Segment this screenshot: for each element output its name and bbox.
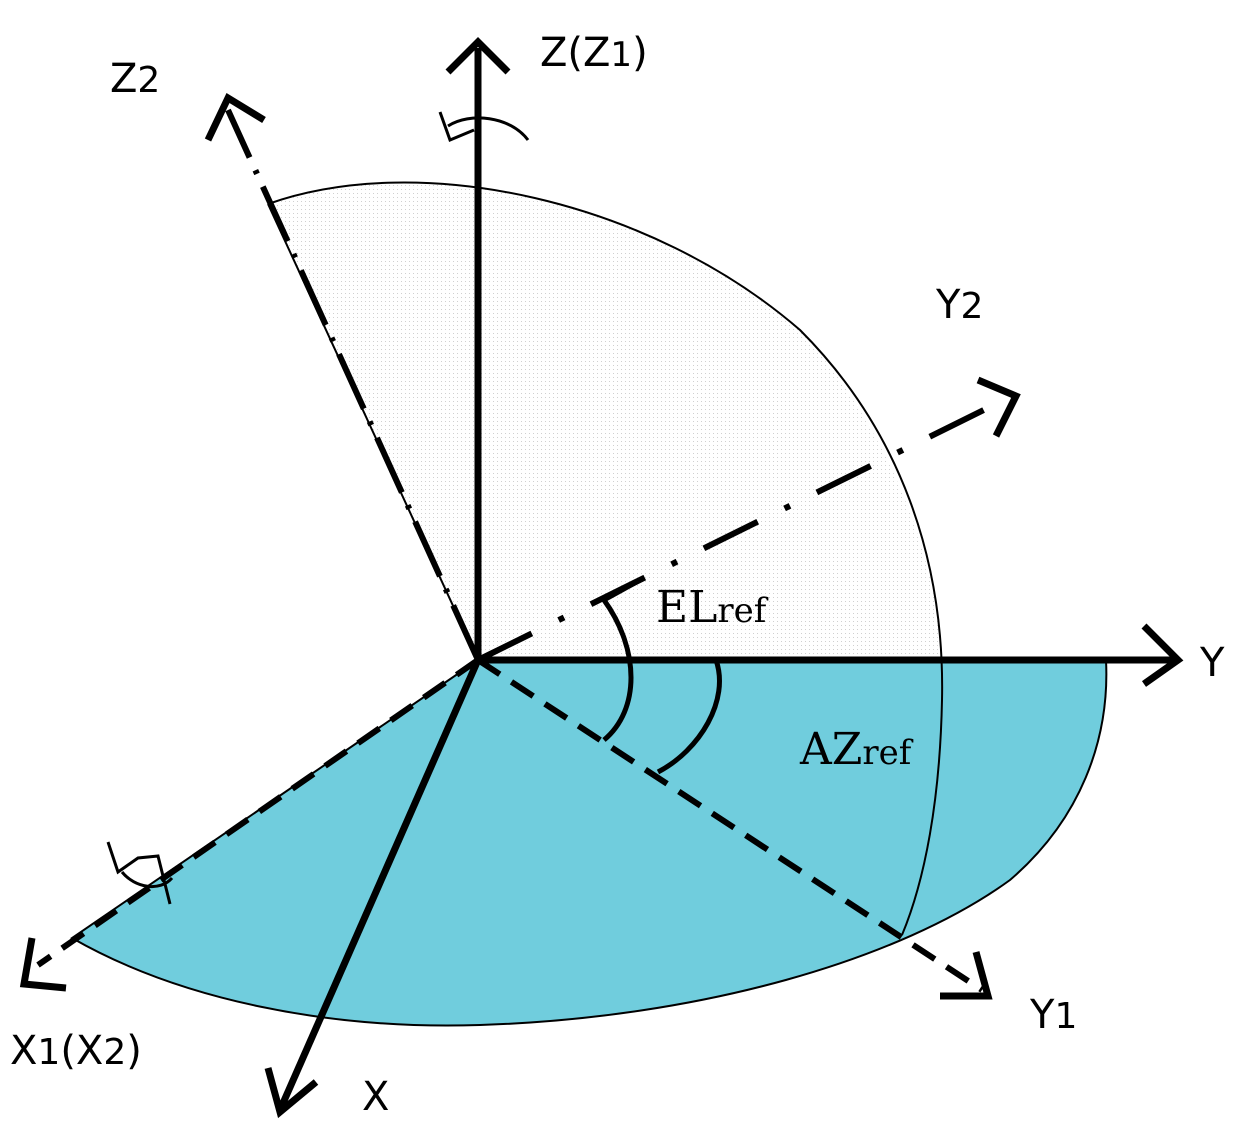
z2-axis-thin (267, 203, 479, 661)
z-axis-arrowhead (445, 37, 511, 75)
label-az-ref: AZref (799, 724, 914, 775)
label-x1-x2: X1(X2) (10, 1028, 142, 1074)
x1-rotation-arrowhead (106, 841, 172, 905)
x1-rotation-arc (120, 871, 174, 889)
x1-axis-line (36, 657, 480, 968)
elevation-sector (268, 182, 942, 660)
label-x: X (362, 1074, 389, 1120)
y2-axis-arrowhead (976, 376, 1021, 438)
elevation-arc (267, 181, 944, 936)
x1-axis-arrowhead (19, 937, 67, 992)
azimuth-angle-arc (656, 659, 722, 775)
z2-axis-arrowhead (204, 92, 266, 142)
label-y1: Y1 (1029, 992, 1077, 1038)
z-rotation-arrowhead (438, 111, 475, 142)
label-z: Z(Z1) (540, 30, 648, 76)
label-z2: Z2 (110, 56, 160, 102)
x-axis-line (276, 658, 482, 1112)
label-y: Y (1199, 640, 1225, 686)
x-axis-arrowhead (264, 1067, 319, 1119)
y-axis-arrowhead (1141, 623, 1184, 687)
y1-axis-arrowhead (940, 951, 993, 1000)
azimuth-ground-sector (70, 659, 1108, 1027)
label-y2: Y2 (935, 282, 983, 328)
elevation-angle-arc (601, 598, 634, 742)
z-rotation-arc (447, 116, 530, 141)
y1-axis-line (476, 657, 984, 993)
label-el-ref: ELref (656, 582, 769, 633)
y2-axis-line (476, 393, 1014, 663)
elevation-angle-tick (602, 577, 642, 603)
